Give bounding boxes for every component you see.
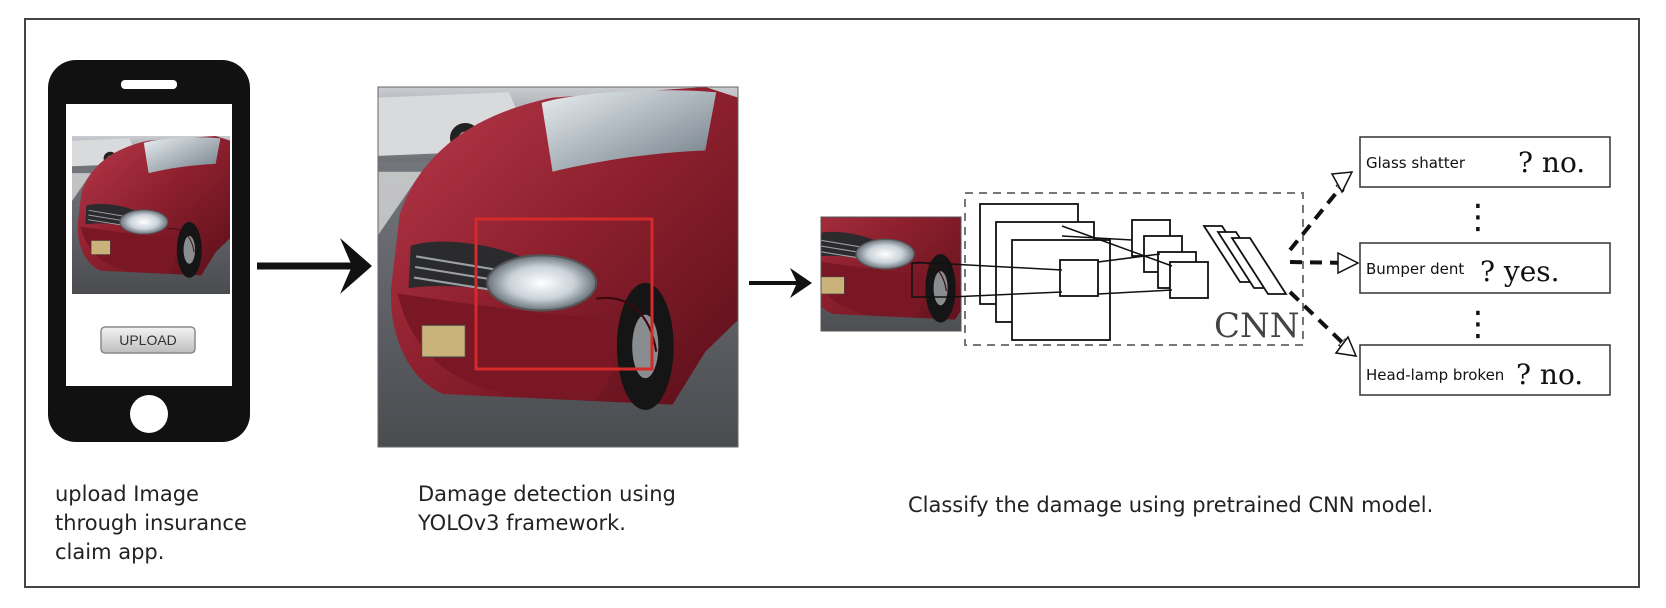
cnn-connections <box>949 225 1173 298</box>
upload-button[interactable]: UPLOAD <box>100 326 196 354</box>
output-answer: ? no. <box>1518 146 1585 179</box>
output-answer: ? yes. <box>1480 255 1560 288</box>
output-arrowhead-2 <box>1337 251 1360 275</box>
caption-upload: upload Image through insurance claim app… <box>55 482 247 564</box>
output-bumper-dent: Bumper dent ? yes. <box>1359 242 1611 294</box>
upload-button-label: UPLOAD <box>119 332 177 348</box>
output-head-lamp-broken: Head-lamp broken ? no. <box>1359 344 1611 396</box>
ellipsis-lower: ⋮ <box>1461 304 1495 344</box>
arrow-head-1 <box>340 238 372 294</box>
phone-car-photo <box>72 136 230 294</box>
output-arrowhead-1 <box>1330 171 1354 194</box>
arrow-head-2 <box>790 268 812 298</box>
cnn-label: CNN <box>1214 306 1300 346</box>
phone-illustration: UPLOAD <box>48 60 250 442</box>
damage-bounding-box <box>474 217 654 371</box>
output-glass-shatter: Glass shatter ? no. <box>1359 136 1611 188</box>
caption-classify: Classify the damage using pretrained CNN… <box>908 493 1434 517</box>
output-answer: ? no. <box>1516 358 1583 391</box>
phone-home-button-icon[interactable] <box>130 395 168 433</box>
output-label: Bumper dent <box>1366 260 1464 278</box>
output-label: Head-lamp broken <box>1366 366 1504 384</box>
output-arrowhead-3 <box>1334 335 1358 357</box>
caption-detection: Damage detection using YOLOv3 framework. <box>418 482 676 535</box>
phone-speaker <box>121 80 177 89</box>
output-label: Glass shatter <box>1366 154 1466 172</box>
cnn-layers <box>979 203 1288 341</box>
cropped-damage-image <box>820 216 962 332</box>
detection-image <box>377 86 739 448</box>
cnn-model-box <box>964 192 1304 346</box>
ellipsis-upper: ⋮ <box>1461 197 1495 237</box>
